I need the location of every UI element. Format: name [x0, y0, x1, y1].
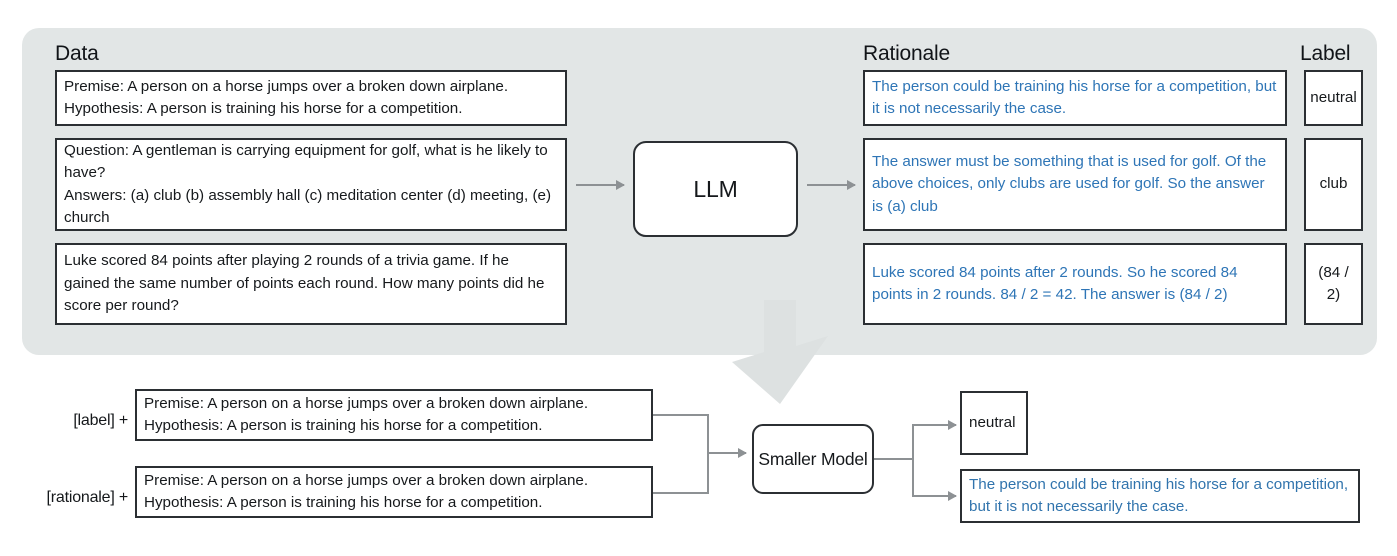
- label-text-row-1: neutral: [1310, 88, 1357, 106]
- arrow-llm-to-rationale: [807, 184, 855, 186]
- llm-box: LLM: [633, 141, 798, 237]
- connector-line-label-out: [653, 414, 709, 416]
- prefix-label-label: [label] +: [73, 412, 128, 429]
- smaller-model-box: Smaller Model: [752, 424, 874, 494]
- input-box-rationale: Premise: A person on a horse jumps over …: [135, 466, 653, 518]
- rationale-text-row-2: The answer must be something that is use…: [872, 152, 1267, 215]
- connector-line-smaller-model-out: [874, 458, 914, 460]
- data-text-row-1: Premise: A person on a horse jumps over …: [64, 77, 509, 118]
- input-text-rationale: Premise: A person on a horse jumps over …: [144, 471, 589, 512]
- prefix-label-rationale: [rationale] +: [46, 489, 129, 506]
- label-box-row-1: neutral: [1304, 70, 1363, 126]
- data-box-row-2: Question: A gentleman is carrying equipm…: [55, 138, 567, 231]
- distillation-flow-arrow: [676, 300, 886, 410]
- label-box-row-2: club: [1304, 138, 1363, 231]
- label-text-row-3: (84 / 2): [1318, 263, 1349, 304]
- arrow-inputs-to-smaller-model: [707, 452, 746, 454]
- connector-line-split-vertical: [912, 425, 914, 497]
- label-box-row-3: (84 / 2): [1304, 243, 1363, 325]
- output-text-label: neutral: [969, 413, 1016, 431]
- arrow-data-to-llm: [576, 184, 624, 186]
- rationale-box-row-3: Luke scored 84 points after 2 rounds. So…: [863, 243, 1287, 325]
- column-heading-data: Data: [55, 42, 99, 65]
- rationale-text-row-3: Luke scored 84 points after 2 rounds. So…: [872, 263, 1238, 304]
- data-box-row-3: Luke scored 84 points after playing 2 ro…: [55, 243, 567, 325]
- output-text-rationale: The person could be training his horse f…: [969, 475, 1349, 516]
- column-heading-label: Label: [1300, 42, 1351, 65]
- rationale-text-row-1: The person could be training his horse f…: [872, 77, 1277, 118]
- data-box-row-1: Premise: A person on a horse jumps over …: [55, 70, 567, 126]
- connector-line-rationale-out: [653, 492, 709, 494]
- connector-line-merge-vertical: [707, 414, 709, 494]
- output-box-rationale: The person could be training his horse f…: [960, 469, 1360, 523]
- output-box-label: neutral: [960, 391, 1028, 455]
- arrow-to-output-label: [912, 424, 956, 426]
- input-text-label: Premise: A person on a horse jumps over …: [144, 394, 589, 435]
- label-text-row-2: club: [1319, 175, 1348, 193]
- rationale-box-row-2: The answer must be something that is use…: [863, 138, 1287, 231]
- input-box-label: Premise: A person on a horse jumps over …: [135, 389, 653, 441]
- data-text-row-2: Question: A gentleman is carrying equipm…: [64, 141, 552, 227]
- column-heading-rationale: Rationale: [863, 42, 950, 65]
- arrow-to-output-rationale: [912, 495, 956, 497]
- data-text-row-3: Luke scored 84 points after playing 2 ro…: [64, 252, 545, 315]
- rationale-box-row-1: The person could be training his horse f…: [863, 70, 1287, 126]
